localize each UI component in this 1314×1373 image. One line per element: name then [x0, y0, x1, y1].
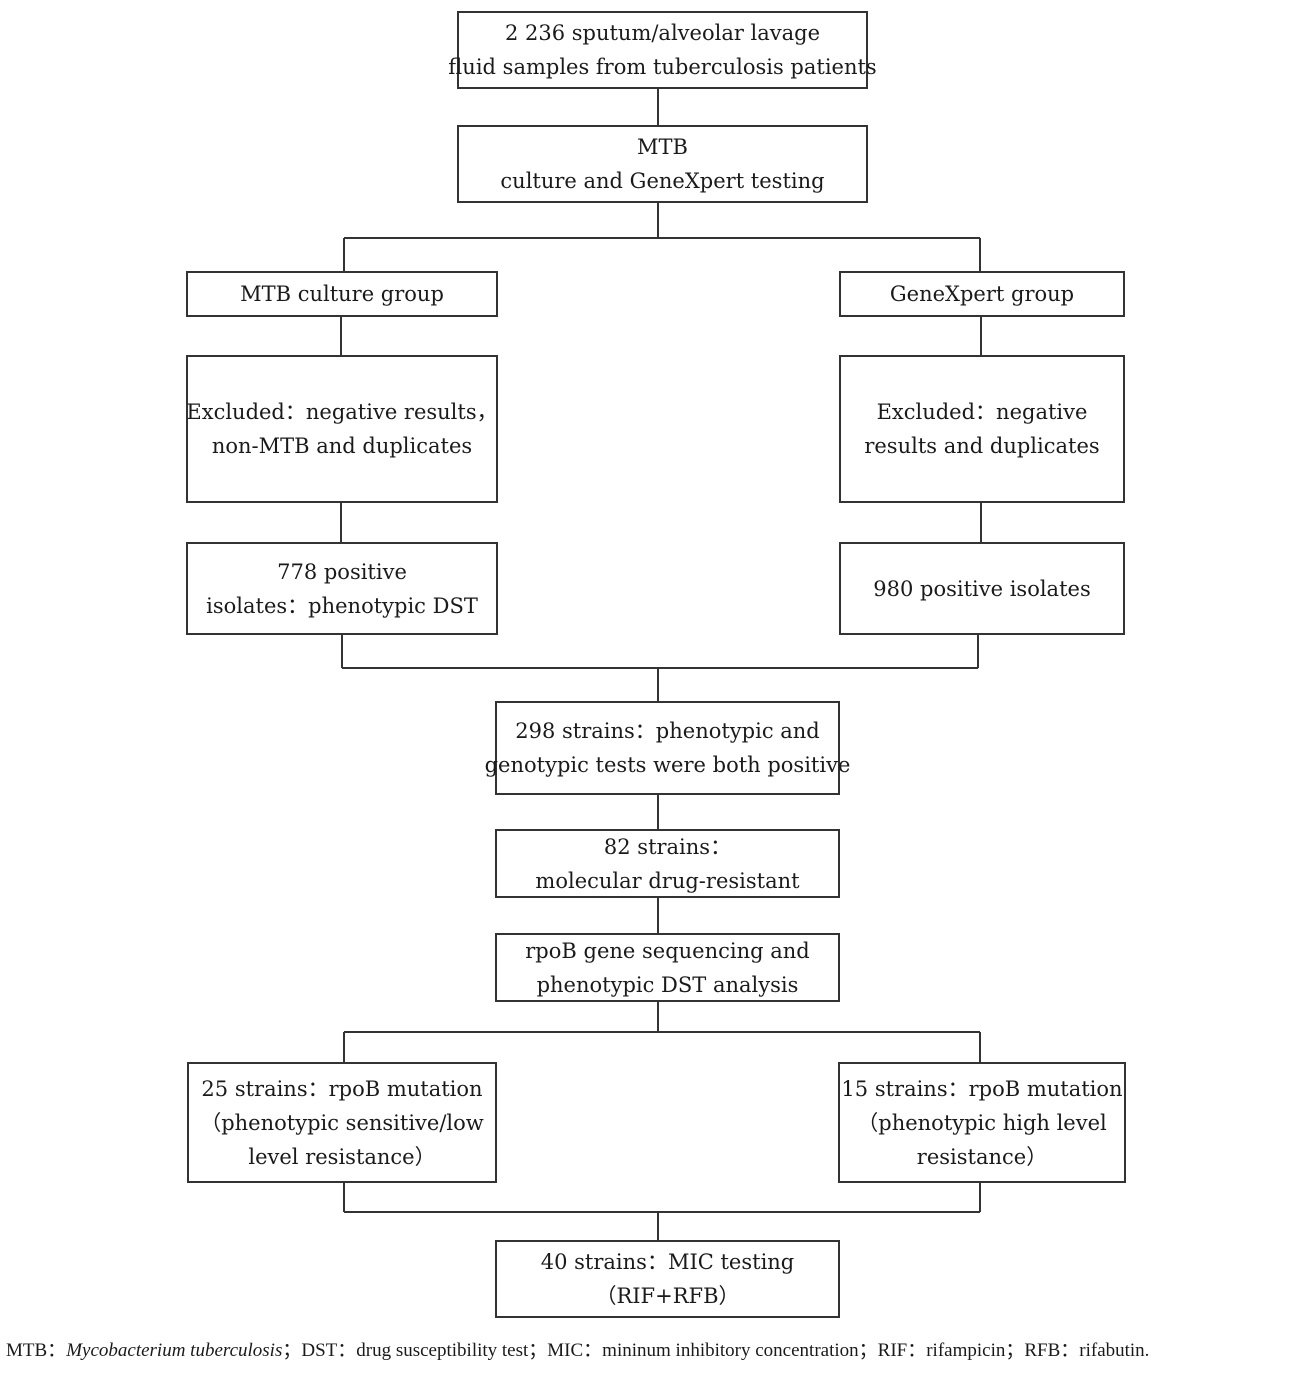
culture-positive-line-2: isolates：phenotypic DST	[206, 593, 478, 618]
mutation-high-line-3: resistance）	[916, 1144, 1048, 1169]
excluded-genexpert-line-1: Excluded：negative	[876, 400, 1088, 424]
mutation-low-line-3: level resistance）	[248, 1144, 436, 1169]
mutation-high-line-2: （phenotypic high level	[857, 1110, 1107, 1135]
both-positive-box: 298 strains：phenotypic and genotypic tes…	[485, 701, 850, 795]
excluded-culture-line-2: non-MTB and duplicates	[211, 434, 473, 458]
excluded-culture-box: Excluded：negative results， non-MTB and d…	[186, 355, 498, 503]
mutation-high-box: 15 strains：rpoB mutation （phenotypic hig…	[838, 1062, 1126, 1183]
mic-testing-line-1: 40 strains：MIC testing	[540, 1250, 795, 1274]
mutation-low-line-1: 25 strains：rpoB mutation	[201, 1076, 483, 1101]
samples-box: 2 236 sputum/alveolar lavage fluid sampl…	[448, 11, 877, 89]
excluded-genexpert-line-2: results and duplicates	[864, 434, 1100, 458]
culture-positive-box: 778 positive isolates：phenotypic DST	[186, 542, 498, 635]
genexpert-positive-label: 980 positive isolates	[873, 576, 1091, 601]
mutation-low-box: 25 strains：rpoB mutation （phenotypic sen…	[187, 1062, 497, 1183]
footnote: MTB：Mycobacterium tuberculosis；DST：drug …	[6, 1337, 1310, 1365]
excluded-culture-line-1: Excluded：negative results，	[186, 400, 498, 424]
footnote-rest: ；DST：drug susceptibility test；MIC：mininu…	[282, 1340, 1150, 1361]
mic-testing-box: 40 strains：MIC testing （RIF+RFB）	[495, 1240, 840, 1318]
genexpert-positive-box: 980 positive isolates	[839, 542, 1125, 635]
genexpert-group-label: GeneXpert group	[889, 282, 1075, 306]
genexpert-group-box: GeneXpert group	[839, 271, 1125, 317]
samples-line-1: 2 236 sputum/alveolar lavage	[504, 21, 821, 45]
testing-box: MTB culture and GeneXpert testing	[457, 125, 868, 203]
footnote-mtb-full: Mycobacterium tuberculosis	[66, 1340, 283, 1361]
drug-resistant-line-1: 82 strains：	[603, 834, 732, 859]
testing-line-2: culture and GeneXpert testing	[500, 169, 825, 193]
excluded-genexpert-box: Excluded：negative results and duplicates	[839, 355, 1125, 503]
culture-group-box: MTB culture group	[186, 271, 498, 317]
both-positive-line-1: 298 strains：phenotypic and	[515, 719, 820, 743]
drug-resistant-line-2: molecular drug-resistant	[535, 868, 800, 893]
sequencing-line-1: rpoB gene sequencing and	[525, 938, 810, 963]
culture-group-label: MTB culture group	[240, 282, 444, 306]
mutation-high-line-1: 15 strains：rpoB mutation	[841, 1076, 1123, 1101]
drug-resistant-box: 82 strains： molecular drug-resistant	[495, 829, 840, 898]
testing-line-1: MTB	[637, 135, 688, 159]
both-positive-line-2: genotypic tests were both positive	[484, 753, 851, 777]
samples-line-2: fluid samples from tuberculosis patients	[448, 55, 877, 79]
mic-testing-line-2: （RIF+RFB）	[595, 1284, 740, 1308]
sequencing-line-2: phenotypic DST analysis	[536, 972, 799, 997]
footnote-abbr-mtb: MTB：	[6, 1340, 67, 1361]
culture-positive-line-1: 778 positive	[277, 559, 407, 584]
sequencing-box: rpoB gene sequencing and phenotypic DST …	[495, 933, 840, 1002]
mutation-low-line-2: （phenotypic sensitive/low	[200, 1110, 484, 1135]
